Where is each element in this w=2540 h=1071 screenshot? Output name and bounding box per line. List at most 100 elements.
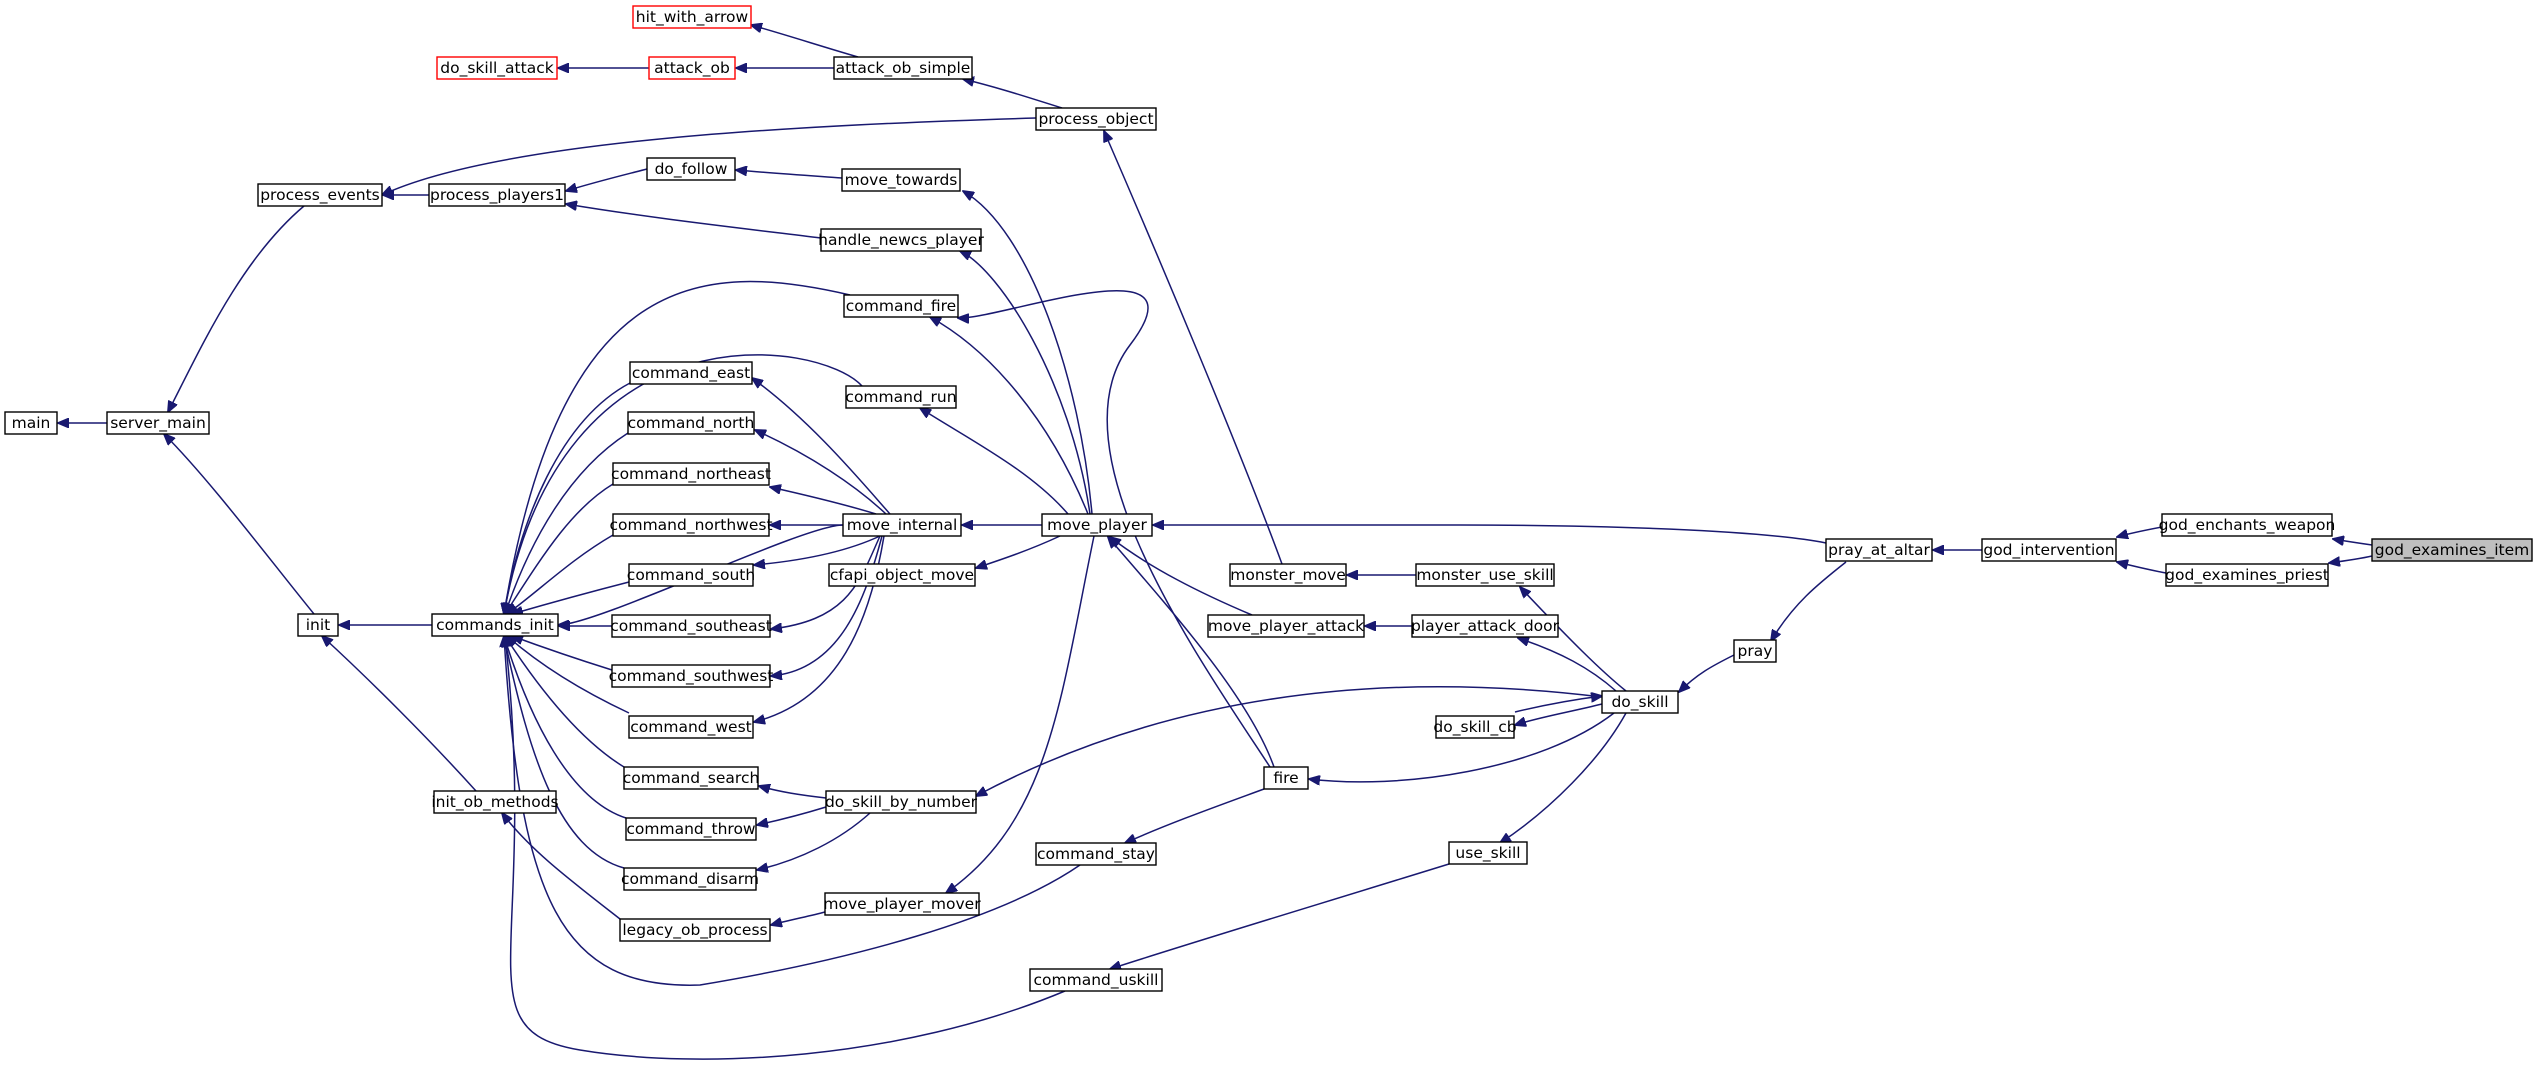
node-hit_with_arrow[interactable]: hit_with_arrow — [632, 5, 752, 29]
node-command_southeast[interactable]: command_southeast — [610, 614, 772, 638]
node-command_uskill[interactable]: command_uskill — [1029, 968, 1163, 992]
node-label-command_east: command_east — [632, 364, 750, 383]
edges — [58, 25, 2373, 1060]
node-label-pray_at_altar: pray_at_altar — [1828, 541, 1930, 560]
node-command_north[interactable]: command_north — [627, 411, 755, 435]
node-god_intervention[interactable]: god_intervention — [1981, 538, 2117, 562]
node-label-hit_with_arrow: hit_with_arrow — [636, 8, 749, 27]
edge-command_throw-to-commands_init — [504, 636, 627, 819]
node-pray_at_altar[interactable]: pray_at_altar — [1825, 538, 1933, 562]
node-box-god_intervention — [1981, 538, 2117, 562]
edge-fire-to-command_stay — [1125, 788, 1265, 843]
node-do_skill_attack[interactable]: do_skill_attack — [436, 56, 558, 80]
node-monster_move[interactable]: monster_move — [1229, 563, 1347, 587]
node-fire[interactable]: fire — [1263, 766, 1309, 790]
node-move_player[interactable]: move_player — [1041, 513, 1153, 537]
node-init[interactable]: init — [297, 613, 339, 637]
edge-move_player_attack-to-move_player — [1110, 537, 1253, 616]
node-process_players1[interactable]: process_players1 — [428, 183, 566, 207]
edge-do_skill-to-player_attack_door — [1518, 638, 1617, 692]
node-box-attack_ob — [648, 56, 736, 80]
node-legacy_ob_process[interactable]: legacy_ob_process — [619, 918, 771, 942]
node-command_throw[interactable]: command_throw — [625, 817, 757, 841]
edge-command_northwest-to-commands_init — [507, 534, 614, 614]
edge-move_player-to-move_player_mover — [946, 535, 1095, 893]
node-god_examines_priest[interactable]: god_examines_priest — [2165, 563, 2329, 587]
edge-monster_move-to-process_object — [1104, 131, 1283, 565]
node-label-command_southeast: command_southeast — [610, 617, 772, 636]
node-label-move_player: move_player — [1047, 516, 1147, 535]
node-box-command_disarm — [623, 867, 757, 891]
node-server_main[interactable]: server_main — [106, 411, 210, 435]
node-god_enchants_weapon[interactable]: god_enchants_weapon — [2159, 513, 2336, 537]
node-pray[interactable]: pray — [1733, 639, 1777, 663]
node-attack_ob_simple[interactable]: attack_ob_simple — [833, 56, 973, 80]
node-box-move_player_attack — [1207, 614, 1365, 638]
node-box-command_uskill — [1029, 968, 1163, 992]
node-move_player_attack[interactable]: move_player_attack — [1207, 614, 1365, 638]
node-do_skill[interactable]: do_skill — [1601, 690, 1679, 714]
edge-do_follow-to-process_players1 — [566, 168, 648, 191]
node-command_search[interactable]: command_search — [623, 766, 760, 790]
node-box-command_run — [845, 385, 957, 409]
node-label-server_main: server_main — [110, 414, 206, 433]
node-attack_ob[interactable]: attack_ob — [648, 56, 736, 80]
node-process_events[interactable]: process_events — [257, 183, 383, 207]
node-command_west[interactable]: command_west — [628, 715, 754, 739]
node-label-god_examines_item: god_examines_item — [2375, 541, 2529, 560]
node-init_ob_methods[interactable]: init_ob_methods — [431, 790, 559, 814]
edge-move_internal-to-command_southeast — [771, 535, 881, 629]
node-god_examines_item[interactable]: god_examines_item — [2371, 538, 2533, 562]
edge-god_examines_priest-to-god_intervention — [2117, 562, 2167, 574]
node-command_southwest[interactable]: command_southwest — [609, 664, 774, 688]
node-box-command_west — [628, 715, 754, 739]
edge-do_skill_by_number-to-command_search — [759, 786, 827, 799]
node-label-god_enchants_weapon: god_enchants_weapon — [2159, 516, 2336, 535]
node-box-main — [4, 411, 58, 435]
node-label-monster_move: monster_move — [1230, 566, 1346, 585]
node-cfapi_object_move[interactable]: cfapi_object_move — [828, 563, 976, 587]
node-command_northeast[interactable]: command_northeast — [611, 462, 771, 486]
node-box-player_attack_door — [1411, 614, 1559, 638]
node-command_run[interactable]: command_run — [845, 385, 957, 409]
edge-do_skill_by_number-to-command_disarm — [757, 812, 871, 870]
node-do_skill_by_number[interactable]: do_skill_by_number — [825, 790, 978, 814]
node-label-do_skill_attack: do_skill_attack — [440, 59, 553, 78]
edge-move_towards-to-do_follow — [736, 170, 843, 179]
node-label-legacy_ob_process: legacy_ob_process — [622, 921, 767, 940]
node-label-command_fire: command_fire — [846, 297, 956, 316]
node-command_disarm[interactable]: command_disarm — [621, 867, 759, 891]
node-process_object[interactable]: process_object — [1035, 107, 1157, 131]
edge-do_skill-to-use_skill — [1500, 712, 1627, 843]
edge-do_skill_cb-to-do_skill — [1514, 696, 1602, 713]
node-move_towards[interactable]: move_towards — [841, 168, 961, 192]
node-player_attack_door[interactable]: player_attack_door — [1411, 614, 1560, 638]
node-move_internal[interactable]: move_internal — [842, 513, 962, 537]
node-command_south[interactable]: command_south — [627, 563, 755, 587]
node-command_east[interactable]: command_east — [629, 361, 753, 385]
node-label-move_player_attack: move_player_attack — [1208, 617, 1364, 636]
node-main[interactable]: main — [4, 411, 58, 435]
edge-do_skill-to-do_skill_by_number — [976, 685, 1603, 796]
node-do_skill_cb[interactable]: do_skill_cb — [1433, 715, 1517, 739]
node-handle_newcs_player[interactable]: handle_newcs_player — [818, 228, 984, 252]
node-box-command_northwest — [612, 513, 770, 537]
node-box-command_fire — [843, 294, 959, 318]
edge-process_events-to-server_main — [168, 205, 305, 412]
edge-attack_ob_simple-to-hit_with_arrow — [751, 25, 859, 58]
node-monster_use_skill[interactable]: monster_use_skill — [1415, 563, 1555, 587]
edge-do_skill-to-fire — [1309, 712, 1615, 782]
node-label-command_north: command_north — [628, 414, 755, 433]
node-label-god_intervention: god_intervention — [1983, 541, 2114, 560]
node-use_skill[interactable]: use_skill — [1448, 841, 1528, 865]
node-move_player_mover[interactable]: move_player_mover — [823, 892, 981, 916]
node-do_follow[interactable]: do_follow — [646, 157, 736, 181]
node-box-move_towards — [841, 168, 961, 192]
node-box-process_events — [257, 183, 383, 207]
node-command_northwest[interactable]: command_northwest — [609, 513, 773, 537]
edge-command_north-to-commands_init — [505, 432, 629, 614]
node-command_fire[interactable]: command_fire — [843, 294, 959, 318]
node-command_stay[interactable]: command_stay — [1035, 842, 1157, 866]
node-commands_init[interactable]: commands_init — [431, 613, 559, 637]
